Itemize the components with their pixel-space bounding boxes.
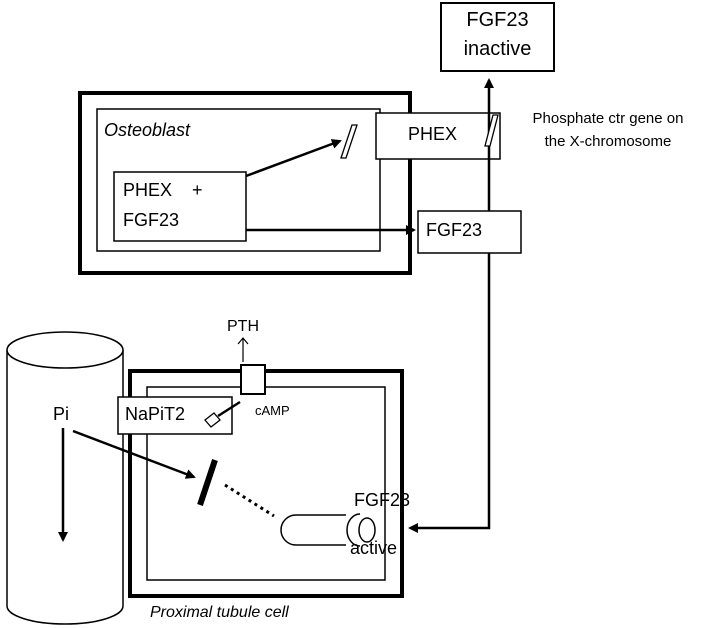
inhibition-bar (200, 460, 215, 505)
osteoblast-title: Osteoblast (104, 120, 190, 141)
phosphate-note-line2: the X-chromosome (508, 133, 708, 150)
active-label: active (350, 538, 397, 559)
fgf23-inactive-line1: FGF23 (441, 9, 554, 32)
fgf23-receptor-cup (281, 515, 346, 545)
phosphate-note-line1: Phosphate ctr gene on (508, 110, 708, 127)
arrow-fgf23-to-tubule (410, 253, 489, 528)
pth-arrow (238, 338, 248, 362)
fgf23-box-label: FGF23 (426, 220, 482, 241)
napit2-label: NaPiT2 (125, 404, 185, 425)
tubule-cylinder-body (7, 350, 123, 624)
pi-label: Pi (53, 404, 69, 425)
camp-label: cAMP (255, 403, 290, 418)
phex-box-label: PHEX (408, 124, 457, 145)
complex-line1: PHEX + (123, 180, 203, 201)
tubule-cylinder-top (7, 332, 123, 368)
fgf23-inactive-line2: inactive (441, 38, 554, 61)
fgf23-active-label: FGF23 (354, 490, 410, 511)
dotted-inhibition-path (225, 485, 274, 516)
complex-line2: FGF23 (123, 210, 179, 231)
pth-label: PTH (227, 318, 259, 336)
pth-receptor (241, 365, 265, 394)
proximal-tubule-cell-label: Proximal tubule cell (150, 604, 289, 622)
